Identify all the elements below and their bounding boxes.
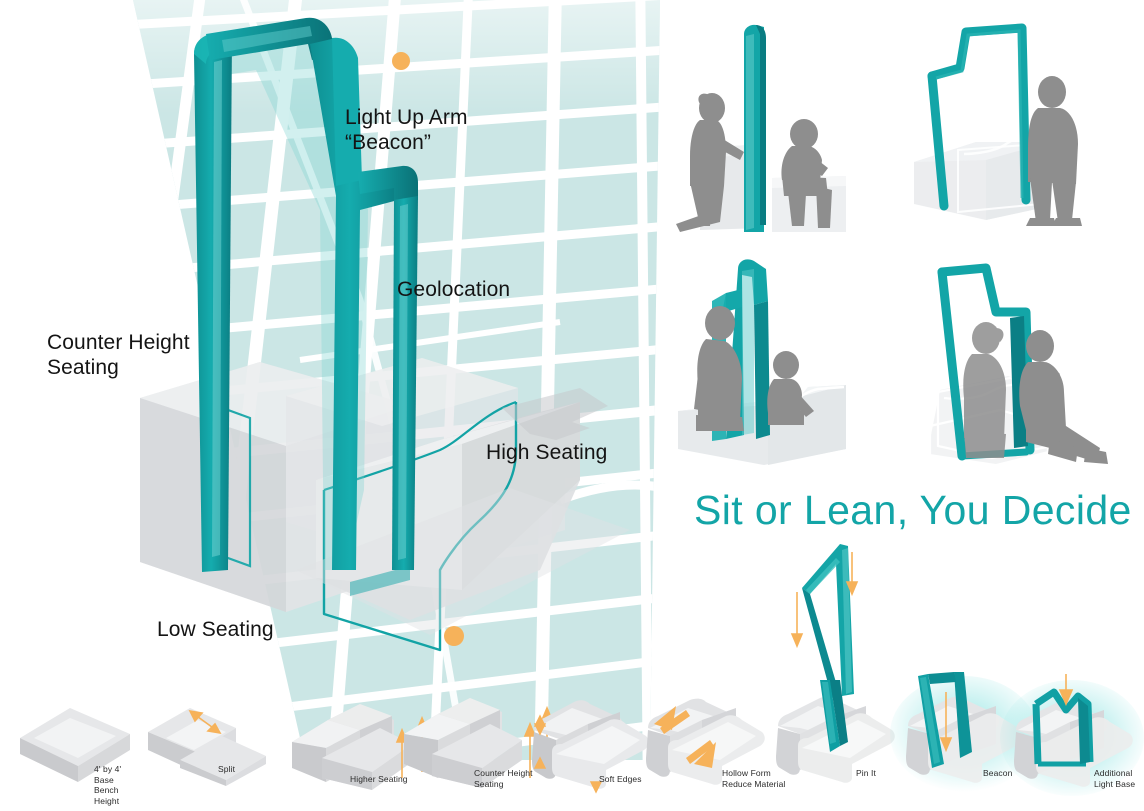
scene-lean-and-sit <box>660 20 895 235</box>
beacon-arm <box>918 672 972 768</box>
beacon-arm <box>1032 688 1094 767</box>
diagonal-arrow-icon <box>188 709 222 735</box>
step-label: Hollow Form Reduce Material <box>722 768 786 789</box>
small-arrow-icon <box>533 714 603 794</box>
step-7-icon <box>776 680 895 783</box>
beacon-arm <box>744 24 766 232</box>
step-1-icon <box>20 708 130 782</box>
beacon-arm-pin <box>820 680 848 752</box>
process-step-base-bench-height: 4' by 4' Base Bench Height <box>12 686 142 811</box>
beacon-arm <box>927 23 1031 211</box>
pin-it-arm-diagram <box>762 524 892 699</box>
callout-low-seating: Low Seating <box>157 618 274 641</box>
pin-it-svg <box>790 544 859 698</box>
step-9-icon <box>1000 674 1144 796</box>
process-step-split: Split <box>140 686 270 811</box>
process-strip: 4' by 4' Base Bench Height Split <box>0 672 1144 811</box>
beacon-arm-inner <box>935 29 1024 199</box>
scene-standing-beside <box>900 14 1140 236</box>
step-label: Beacon <box>983 768 1013 778</box>
seated-child <box>767 351 814 425</box>
rear-ghost-wing <box>502 388 608 440</box>
standing-leaning-person <box>676 93 744 232</box>
diagonal-double-arrow-icon <box>654 706 716 768</box>
step-2-icon <box>148 708 266 786</box>
step-3-icon <box>292 704 429 790</box>
seated-person <box>781 119 832 228</box>
geolocation-pin-icon <box>392 52 410 70</box>
down-arrow-icon <box>790 552 859 649</box>
process-step-soft-edges: Soft Edges <box>520 686 670 811</box>
step-5-icon <box>532 700 649 794</box>
callout-counter-height-seating: Counter Height Seating <box>47 331 190 379</box>
scene-3-svg <box>678 259 846 465</box>
process-step-hollow-form: Hollow Form Reduce Material <box>638 686 798 811</box>
hero-product-render <box>110 10 630 670</box>
step-6-icon <box>646 698 765 785</box>
down-arrow-icon <box>1058 674 1074 707</box>
tagline: Sit or Lean, You Decide <box>694 487 1132 533</box>
standing-person <box>1026 76 1082 226</box>
step-label: 4' by 4' Base Bench Height <box>94 764 122 806</box>
step-label: Pin It <box>856 768 876 778</box>
step-label: Split <box>218 764 236 774</box>
step-label: Additional Light Base <box>1094 768 1136 789</box>
scene-2-svg <box>914 23 1082 226</box>
callout-high-seating: High Seating <box>486 441 608 464</box>
beacon-arm <box>194 17 418 573</box>
process-step-higher-seating: Higher Seating <box>286 686 436 811</box>
seated-woman <box>963 322 1006 458</box>
scene-sit-and-lean <box>900 250 1140 475</box>
step-label: Higher Seating <box>350 774 408 784</box>
step-label: Soft Edges <box>599 774 642 784</box>
beacon-arm-shadow-face <box>1078 698 1090 764</box>
process-step-pin-it: Pin It <box>768 680 908 811</box>
callout-geolocation: Geolocation <box>397 278 511 301</box>
callout-light-up-arm: Light Up Arm “Beacon” <box>345 106 468 154</box>
seated-adult <box>694 306 744 431</box>
scene-two-seated <box>668 255 898 475</box>
leaning-man <box>1019 330 1108 464</box>
process-step-additional-light-base: Additional Light Base <box>1000 674 1144 811</box>
beacon-arm <box>802 544 854 698</box>
geolocation-pin-icon <box>444 626 464 646</box>
down-arrow-icon <box>939 692 953 753</box>
scene-1-svg <box>676 24 846 232</box>
scene-4-svg <box>928 263 1108 468</box>
step-label: Counter Height Seating <box>474 768 533 789</box>
base-plate <box>296 488 630 635</box>
hero-svg <box>140 17 630 652</box>
